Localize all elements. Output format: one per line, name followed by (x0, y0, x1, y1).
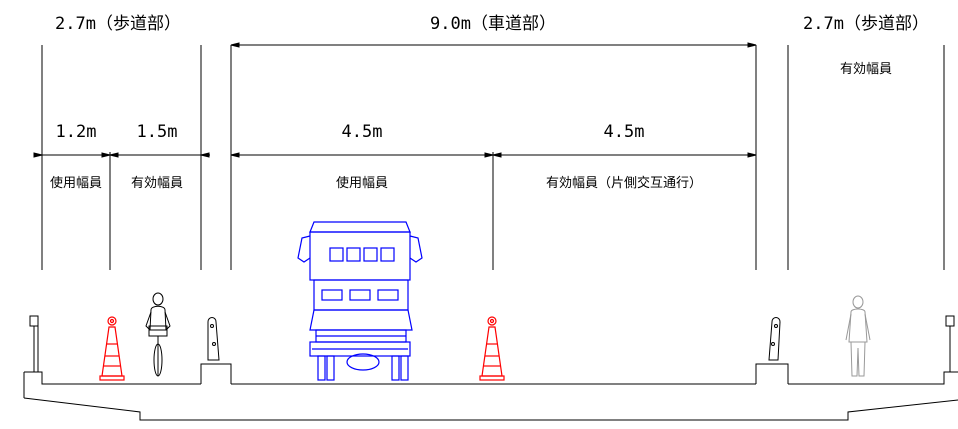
cyclist-icon (145, 292, 171, 377)
roadway-width: 9.0m（車道部） (430, 14, 556, 34)
road-used-width: 4.5m (341, 122, 383, 142)
right-sidewalk-width: 2.7m（歩道部） (803, 14, 929, 34)
right-effective-label: 有効幅員 (839, 62, 893, 77)
road-used-label: 使用幅員 (335, 176, 389, 191)
dimension-lines (33, 42, 757, 158)
road-effective-width: 4.5m (603, 122, 645, 142)
left-used-label: 使用幅員 (49, 176, 103, 191)
extension-lines (41, 45, 945, 270)
guard-post-icon (207, 317, 781, 361)
traffic-cone-icon (479, 316, 505, 381)
traffic-cone-icon (99, 316, 125, 381)
left-effective-width: 1.5m (136, 122, 178, 142)
truck-icon (297, 221, 423, 381)
left-effective-label: 有効幅員 (130, 176, 184, 191)
pedestrian-icon (845, 295, 871, 377)
road-effective-label: 有効幅員（片側交互通行） (545, 176, 703, 191)
left-sidewalk-width: 2.7m（歩道部） (55, 14, 181, 34)
bridge-deck (23, 315, 958, 421)
left-used-width: 1.2m (55, 122, 97, 142)
